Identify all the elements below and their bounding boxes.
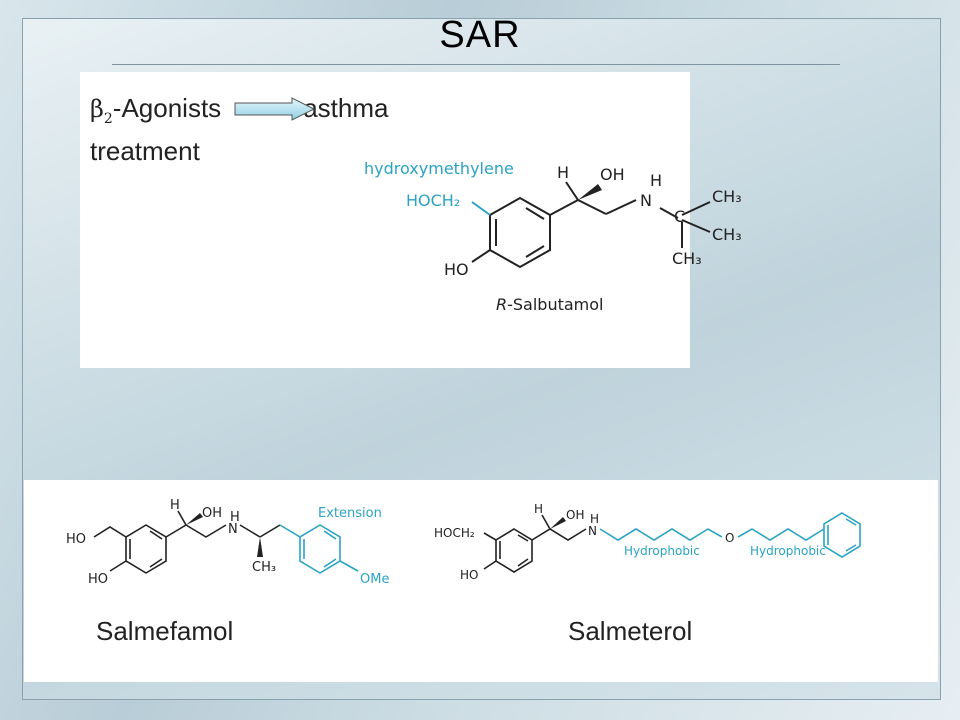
salbutamol-structure: hydroxymethylene HOCH₂ HO H OH H N C CH₃… [364,159,742,314]
salmeterol-nh: H [590,512,599,526]
salmefamol-n: N [228,522,238,537]
asthma-label: asthma [303,93,389,123]
right-arrow-icon [234,97,316,121]
salbutamol-h: H [557,163,569,182]
salmefamol-structure: HO HO H OH H N CH₃ Extension OMe [66,498,389,587]
salbutamol-ch3-a: CH₃ [712,187,742,206]
hydroxymethylene-label: hydroxymethylene [364,159,514,178]
salbutamol-ch3-b: CH₃ [712,225,742,244]
salmefamol-ho-top: HO [66,532,86,547]
salmeterol-o: O [725,531,734,545]
slide-title: SAR [439,14,521,56]
salmeterol-oh: OH [566,508,584,522]
salmefamol-ome: OMe [360,572,389,587]
intro-text: β2-Agonists asthma treatment [90,92,388,167]
salmefamol-ho-bottom: HO [88,572,108,587]
salmefamol-caption: Salmefamol [96,616,234,646]
salbutamol-nh-n: N [640,191,652,210]
salmeterol-hoch2: HOCH₂ [434,526,475,540]
salbutamol-ch3-c: CH₃ [672,249,702,268]
salbutamol-ho: HO [444,260,469,279]
salmefamol-h: H [170,498,180,513]
salmeterol-structure: HOCH₂ HO H OH H N O Hydrophobic Hydropho… [434,502,861,582]
salbutamol-oh: OH [600,165,625,184]
salmeterol-hydrophobic-2: Hydrophobic [750,544,826,558]
salbutamol-name: R-Salbutamol [496,295,604,314]
salmeterol-caption: Salmeterol [568,616,693,646]
salbutamol-panel [80,72,690,368]
salbutamol-hoch2: HOCH₂ [406,191,460,210]
intro-line-2: treatment [90,135,200,166]
analogues-panel [24,480,938,682]
agonists-label: -Agonists [112,93,222,123]
salmefamol-extension-label: Extension [318,506,382,521]
intro-line-1: β2-Agonists asthma [90,92,388,135]
salmefamol-oh: OH [202,506,222,521]
salmeterol-h: H [534,502,543,516]
salmefamol-ch3: CH₃ [252,560,276,575]
beta-symbol: β2 [90,95,113,127]
salbutamol-nh-h: H [650,171,662,190]
salmefamol-nh: H [230,510,240,525]
salmeterol-ho: HO [460,568,478,582]
salmeterol-hydrophobic-1: Hydrophobic [624,544,700,558]
title-underline [112,64,840,65]
salbutamol-c: C [674,207,685,226]
salmeterol-n: N [588,524,597,538]
